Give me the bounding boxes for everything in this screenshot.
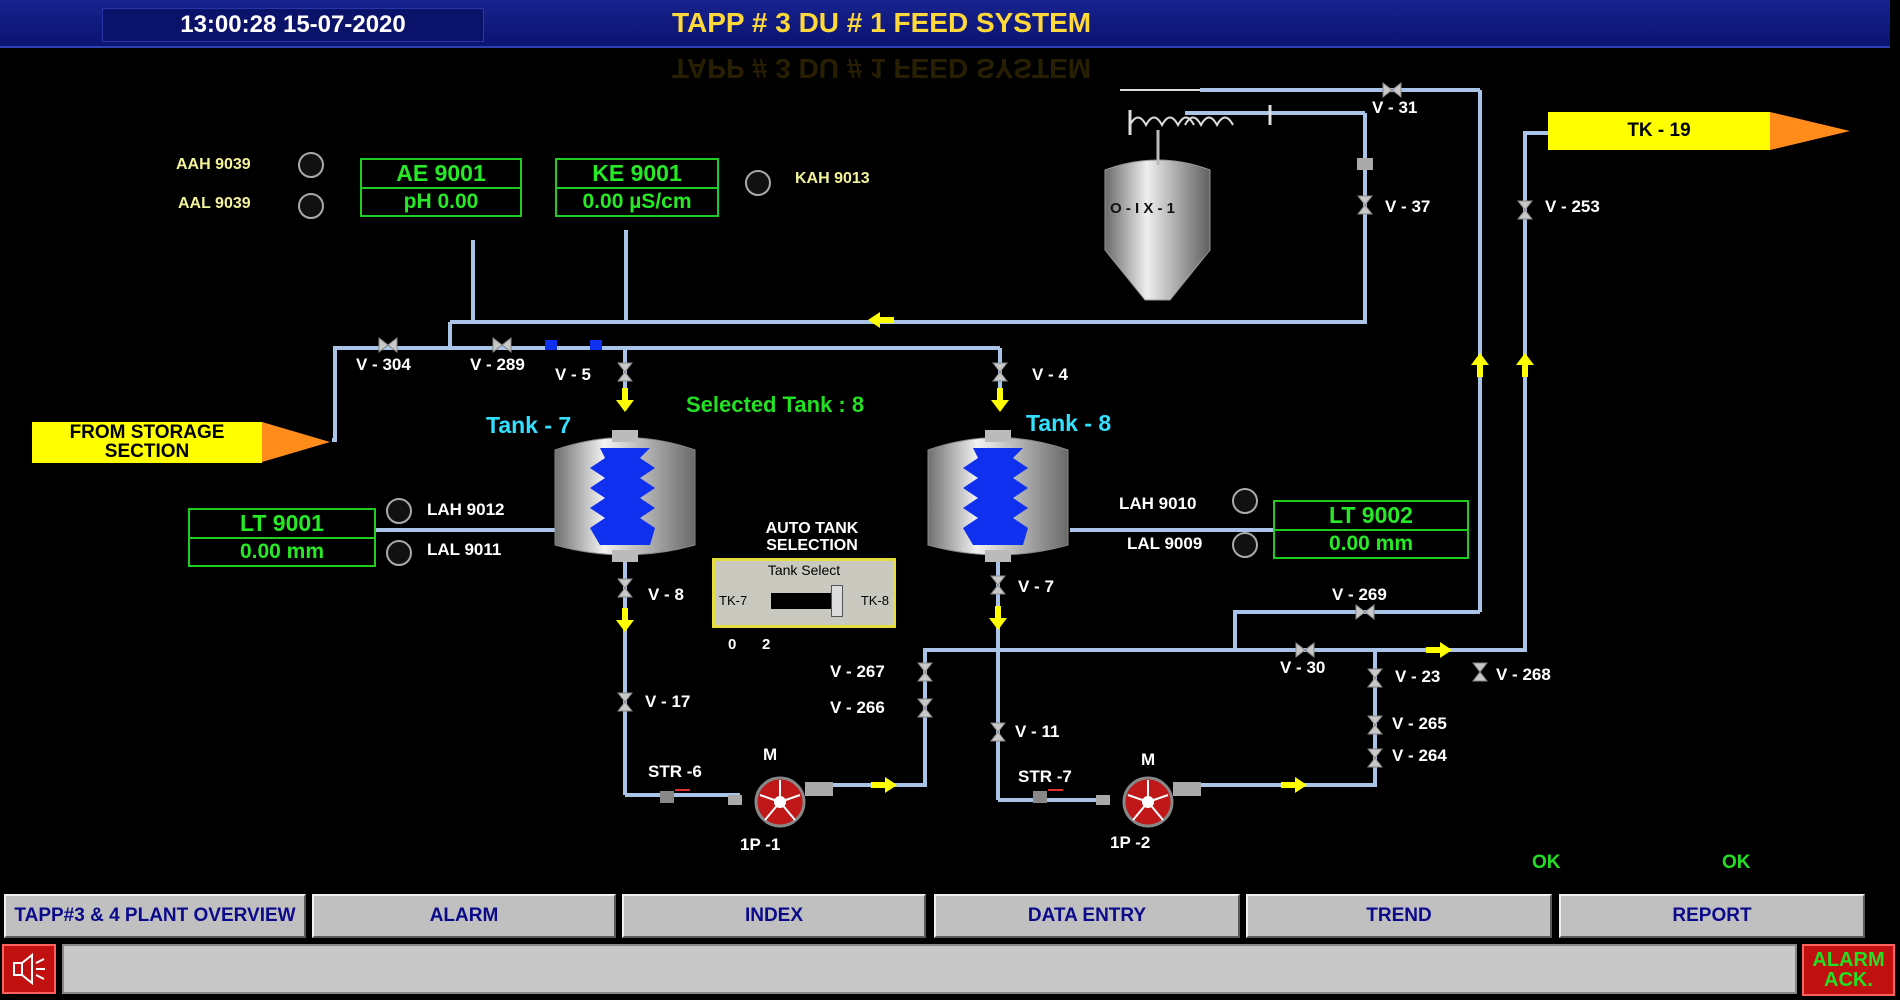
strainer-6-label: STR -6 — [648, 762, 702, 781]
valve-v37-label: V - 37 — [1385, 197, 1431, 216]
lt-9002-display[interactable]: LT 9002 0.00 mm — [1273, 500, 1469, 559]
tank-7-label: Tank - 7 — [486, 412, 572, 438]
valve-v7-label: V - 7 — [1018, 577, 1054, 596]
pump-1-label: 1P -1 — [740, 835, 781, 854]
alarm-lamp-icon[interactable] — [745, 170, 771, 196]
tank-select-num-0: 0 — [728, 636, 737, 653]
lal-9009-label: LAL 9009 — [1127, 534, 1203, 553]
alarm-message-bar — [62, 944, 1797, 994]
tank-8-label: Tank - 8 — [1026, 410, 1112, 436]
alarm-ack-button[interactable]: ALARM ACK. — [1802, 944, 1895, 996]
nav-alarm-button[interactable]: ALARM — [312, 894, 616, 938]
auto-tank-selection-label: AUTO TANK SELECTION — [765, 520, 859, 554]
nav-index-button[interactable]: INDEX — [622, 894, 926, 938]
process-diagram — [262, 82, 1850, 828]
tank-select-slot — [771, 593, 839, 609]
tank-select-knob[interactable] — [831, 585, 843, 617]
ae-9001-value: pH 0.00 — [403, 190, 479, 213]
alarm-lamp-icon[interactable] — [386, 498, 412, 524]
tank-select-header: Tank Select — [767, 562, 841, 578]
tank-select-switch[interactable]: Tank Select TK-7 TK-8 — [712, 558, 896, 628]
lah-9012-label: LAH 9012 — [427, 500, 505, 519]
alarm-lamp-icon[interactable] — [1232, 532, 1258, 558]
tank-select-right-label: TK-8 — [860, 593, 889, 608]
ae-9001-tag: AE 9001 — [362, 160, 520, 189]
valve-v17-label: V - 17 — [645, 692, 691, 711]
valve-v268-label: V - 268 — [1496, 665, 1551, 684]
nav-report-button[interactable]: REPORT — [1559, 894, 1865, 938]
valve-v304-label: V - 304 — [356, 355, 411, 374]
strainer-6-icon — [660, 791, 674, 803]
strainer-7-icon — [1033, 791, 1047, 803]
speaker-icon — [13, 952, 45, 986]
valve-v30-label: V - 30 — [1280, 658, 1326, 677]
alarm-lamp-icon[interactable] — [1232, 488, 1258, 514]
selected-tank-label: Selected Tank : 8 — [686, 392, 865, 417]
lt-9002-tag: LT 9002 — [1275, 502, 1467, 531]
valve-v11-label: V - 11 — [1015, 722, 1060, 741]
nav-trend-button[interactable]: TREND — [1246, 894, 1552, 938]
valve-v265-label: V - 265 — [1392, 714, 1447, 733]
valve-v23-label: V - 23 — [1395, 667, 1441, 686]
ke-9001-value: 0.00 µS/cm — [582, 190, 692, 213]
tank-select-left-label: TK-7 — [719, 593, 748, 608]
valve-v253-label: V - 253 — [1545, 197, 1600, 216]
valve-v266-label: V - 266 — [830, 698, 885, 717]
lt-9002-value: 0.00 mm — [1328, 532, 1414, 555]
valve-v267-label: V - 267 — [830, 662, 885, 681]
alarm-lamp-icon[interactable] — [298, 152, 324, 178]
oix-vessel — [1104, 89, 1272, 301]
ok-status-2: OK — [1722, 852, 1751, 873]
pump-2-label: 1P -2 — [1110, 833, 1151, 852]
ke-9001-display[interactable]: KE 9001 0.00 µS/cm — [555, 158, 719, 217]
valve-v269-label: V - 269 — [1332, 585, 1387, 604]
valve-v4-label: V - 4 — [1032, 365, 1068, 384]
lah-9010-label: LAH 9010 — [1119, 494, 1197, 513]
tank-8-vessel — [927, 430, 1069, 562]
from-storage-label[interactable]: FROM STORAGE SECTION — [32, 422, 262, 463]
tank-7-vessel — [554, 430, 696, 562]
valve-v264-label: V - 264 — [1392, 746, 1447, 765]
alarm-lamp-icon[interactable] — [298, 193, 324, 219]
alarm-lamp-icon[interactable] — [386, 540, 412, 566]
kah-9013-label: KAH 9013 — [795, 170, 870, 187]
clock-display: 13:00:28 15-07-2020 — [102, 8, 484, 42]
motor-1-label: M — [763, 745, 778, 764]
page-title: TAPP # 3 DU # 1 FEED SYSTEM — [672, 7, 1092, 38]
tk19-label[interactable]: TK - 19 — [1548, 112, 1770, 150]
lt-9001-value: 0.00 mm — [239, 540, 325, 563]
aal-9039-label: AAL 9039 — [178, 195, 251, 212]
motor-2-label: M — [1141, 750, 1156, 769]
pump-2-icon — [1096, 776, 1201, 828]
ae-9001-display[interactable]: AE 9001 pH 0.00 — [360, 158, 522, 217]
valve-v5-label: V - 5 — [555, 365, 591, 384]
lt-9001-tag: LT 9001 — [190, 510, 374, 539]
oix-label: O - I X - 1 — [1110, 200, 1176, 217]
ke-9001-tag: KE 9001 — [557, 160, 717, 189]
pump-1-icon — [728, 776, 833, 828]
tank-select-num-2: 2 — [762, 636, 771, 653]
valve-v31-label: V - 31 — [1372, 98, 1418, 117]
aah-9039-label: AAH 9039 — [176, 156, 251, 173]
nav-data-entry-button[interactable]: DATA ENTRY — [934, 894, 1240, 938]
valve-v8-label: V - 8 — [648, 585, 684, 604]
lt-9001-display[interactable]: LT 9001 0.00 mm — [188, 508, 376, 567]
ok-status-1: OK — [1532, 852, 1561, 873]
strainer-7-label: STR -7 — [1018, 767, 1072, 786]
speaker-button[interactable] — [2, 944, 56, 994]
valve-v289-label: V - 289 — [470, 355, 525, 374]
lal-9011-label: LAL 9011 — [427, 540, 502, 559]
nav-plant-overview-button[interactable]: TAPP#3 & 4 PLANT OVERVIEW — [4, 894, 306, 938]
